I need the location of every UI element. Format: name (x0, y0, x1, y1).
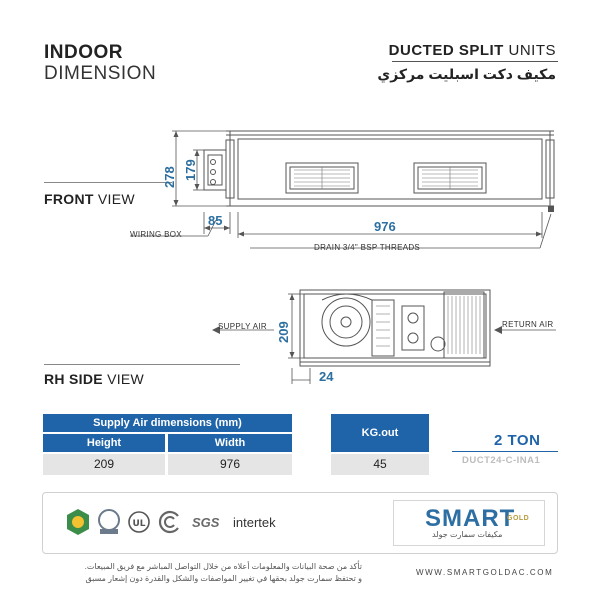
return-air-label: RETURN AIR (502, 320, 554, 329)
front-view-label-bold: FRONT (44, 191, 94, 207)
brand-box (393, 500, 545, 546)
side-view-label: RH SIDE VIEW (44, 371, 144, 387)
side-view-rule (44, 364, 240, 365)
front-view-rule (44, 182, 172, 183)
supply-val-width: 976 (168, 454, 292, 475)
supply-col-height: Height (43, 434, 165, 452)
product-title-light: UNITS (508, 42, 556, 59)
dim-width: 976 (374, 219, 396, 234)
supply-val-height: 209 (43, 454, 165, 475)
side-view-label-light: VIEW (107, 371, 145, 387)
weight-table-title: KG.out (331, 414, 429, 452)
front-view-label-light: VIEW (97, 191, 135, 207)
weight-value: 45 (331, 454, 429, 475)
drain-label: DRAIN 3/4" BSP THREADS (314, 243, 421, 252)
intertek-logo: intertek (233, 515, 276, 530)
wiring-box-label: WIRING BOX (130, 230, 182, 239)
header-rule (392, 61, 558, 62)
footer-box (42, 492, 558, 554)
gmark-logo-icon (158, 510, 179, 534)
front-view-label: FRONT VIEW (44, 191, 135, 207)
sgs-logo: SGS (192, 515, 220, 530)
brand-logo: SMART (425, 505, 516, 532)
side-dim-height: 209 (276, 321, 291, 343)
product-title-bold: DUCTED SPLIT (388, 42, 504, 59)
side-dim-offset: 24 (319, 369, 334, 384)
side-view-label-bold: RH SIDE (44, 371, 103, 387)
supply-air-label: SUPPLY AIR (218, 322, 267, 331)
disclaimer-line-1: تأكد من صحة البيانات والمعلومات أعلاه من… (84, 562, 362, 571)
brand-arabic: مكيفات سمارت جولد (432, 530, 503, 539)
product-title: DUCTED SPLIT UNITS (389, 42, 556, 59)
disclaimer-line-2: و تحتفظ سمارت جولد بحقها في تغيير المواص… (85, 574, 362, 583)
tuv-logo-icon (98, 509, 120, 534)
website-link[interactable]: WWW.SMARTGOLDAC.COM (416, 568, 554, 577)
title-indoor: INDOOR (44, 42, 123, 63)
ul-logo-icon: UL (128, 511, 150, 533)
title-dimension: DIMENSION (44, 63, 157, 84)
saso-logo-icon (67, 509, 89, 535)
dim-wiring-width: 85 (208, 213, 223, 228)
brand-gold: GOLD (507, 515, 530, 522)
supply-col-width: Width (168, 434, 292, 452)
capacity-rule (452, 451, 558, 452)
product-title-arabic: مكيف دكت اسبليت مركزي (377, 66, 556, 82)
model-number: DUCT24-C-INA1 (462, 455, 541, 466)
supply-table-title: Supply Air dimensions (mm) (43, 414, 292, 432)
svg-text:UL: UL (132, 519, 145, 529)
capacity-ton: 2 TON (494, 432, 541, 449)
